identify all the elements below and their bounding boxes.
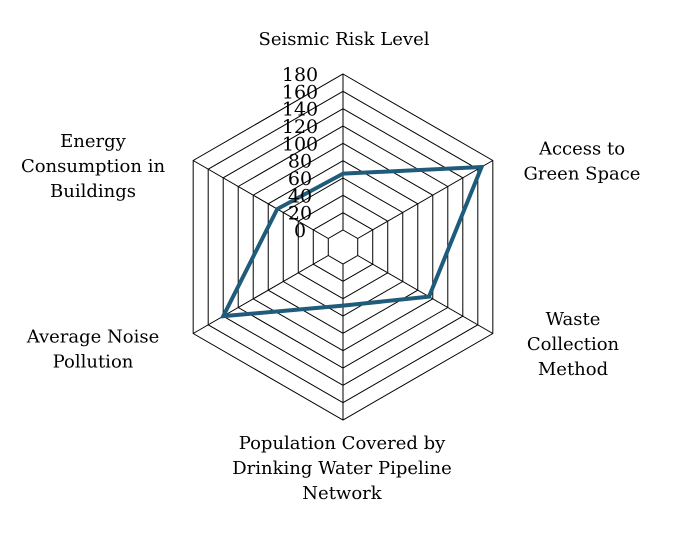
spoke-4 <box>192 255 329 334</box>
r-tick-label: 140 <box>282 99 318 121</box>
axis-label-line: Access to <box>538 139 625 160</box>
axis-label-line: Green Space <box>524 164 641 185</box>
spoke-1 <box>357 160 494 239</box>
axis-label-line: Population Covered by <box>239 433 446 454</box>
radar-spokes <box>192 74 494 420</box>
r-tick-label: 160 <box>282 81 318 103</box>
axis-label-line: Method <box>538 359 608 380</box>
axis-label-3: Population Covered by Drinking Water Pipe… <box>232 433 452 504</box>
r-tick-label: 0 <box>294 220 306 242</box>
axis-label-line: Consumption in <box>21 156 166 177</box>
r-tick-label: 20 <box>288 203 312 225</box>
spoke-5 <box>192 160 329 239</box>
axis-label-line: Collection <box>527 334 620 355</box>
axis-label-1: Access to Green Space <box>524 139 641 185</box>
r-tick-label: 60 <box>288 168 312 190</box>
axis-label-line: Buildings <box>50 181 136 202</box>
r-tick-label: 80 <box>288 151 312 173</box>
radar-series <box>219 164 485 319</box>
axis-label-0: Seismic Risk Level <box>259 29 430 50</box>
r-tick-label: 100 <box>282 133 318 155</box>
axis-label-line: Waste <box>546 309 601 330</box>
r-tick-label: 40 <box>288 185 312 207</box>
axis-label-line: Drinking Water Pipeline <box>232 458 452 479</box>
axis-label-line: Pollution <box>53 352 134 373</box>
axis-label-line: Network <box>302 483 382 504</box>
r-tick-label: 180 <box>282 64 318 86</box>
axis-label-line: Energy <box>60 131 127 152</box>
series-line-0 <box>219 164 485 319</box>
axis-label-line: Seismic Risk Level <box>259 29 430 50</box>
spoke-2 <box>357 255 494 334</box>
r-tick-label: 120 <box>282 116 318 138</box>
grid-ring-0 <box>327 229 359 265</box>
axis-label-line: Average Noise <box>26 327 160 348</box>
